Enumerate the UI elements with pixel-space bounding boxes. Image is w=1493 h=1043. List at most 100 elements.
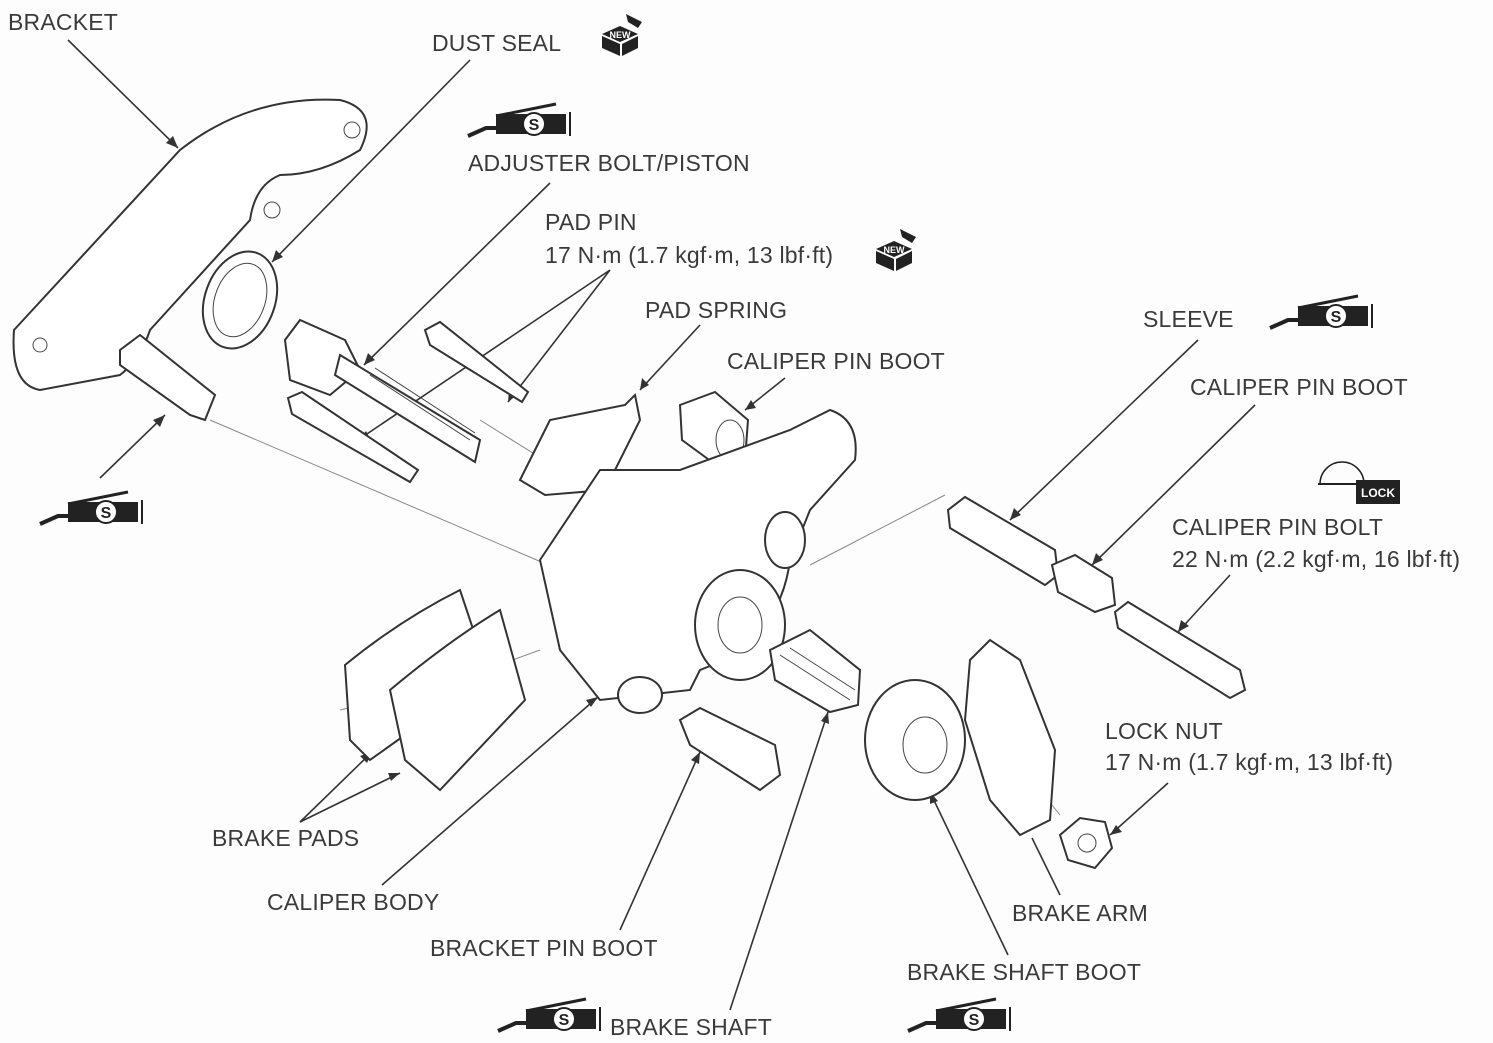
leader-caliper-pin-bolt [1177,574,1231,633]
label-adjuster-bolt-piston: ADJUSTER BOLT/PISTON [468,150,750,176]
pad-pin-upper [423,320,530,404]
bracket-plate [12,98,368,392]
brake-shaft-body [768,628,862,714]
leader-brake-shaft-boot [929,791,1009,956]
label-caliper-pin-boot-right: CALIPER PIN BOOT [1190,374,1408,400]
brake-shaft-part [768,628,862,714]
dust-seal-part [201,250,279,350]
arrowhead [1178,620,1189,632]
label-caliper-pin-boot-left: CALIPER PIN BOOT [727,348,945,374]
leader-brake-arm [1031,837,1061,896]
leader-pad-pin-b [357,269,611,441]
arrowhead [272,250,283,262]
alignment-line [209,419,561,571]
svg-text:LOCK: LOCK [1361,486,1395,500]
brake-pad-front [388,608,527,792]
arrowhead [153,415,165,427]
arrowhead [821,712,829,724]
leader-brake-pads-a [299,751,373,823]
label-pad-spring: PAD SPRING [645,297,788,323]
lock-nut-part [1058,816,1114,870]
svg-text:NEW: NEW [610,30,632,40]
label-bracket-pin-boot: BRACKET PIN BOOT [430,935,658,961]
grease-icon: S [38,488,148,535]
leader-caliper-pin-boot-right [1091,404,1256,566]
label-lock-nut-torque: 17 N·m (1.7 kgf·m, 13 lbf·ft) [1105,749,1394,775]
caliper-bore-inner [717,596,763,654]
caliper-pin-bolt-part [1113,600,1247,700]
label-sleeve: SLEEVE [1143,306,1234,332]
leader-pad-pin-a [507,269,611,403]
leader-sleeve [1009,339,1199,521]
alignment-line [809,494,946,566]
bracket-hole [263,201,281,219]
arrowhead [640,378,649,390]
label-caliper-pin-bolt: CALIPER PIN BOLT [1172,514,1384,540]
label-bracket: BRACKET [8,9,119,35]
svg-text:S: S [969,1012,980,1029]
grease-icon: S [1268,292,1378,339]
label-lock-nut: LOCK NUT [1105,718,1223,744]
adjuster-bolt-thread [369,367,476,441]
arrowhead [364,353,375,365]
caliper-pin-hole [764,511,806,569]
label-caliper-pin-bolt-torque: 22 N·m (2.2 kgf·m, 16 lbf·ft) [1172,546,1461,572]
svg-text:NEW: NEW [884,245,906,255]
shaft-boot-outer [864,679,966,801]
arrowhead [745,400,756,410]
leader-caliper-body [381,696,599,886]
arrowhead [1010,508,1021,520]
bracket-pin-boot-part [678,706,782,792]
leader-adjuster-bolt [363,182,551,366]
label-brake-pads: BRAKE PADS [212,825,360,851]
brake-shaft-thread [779,647,856,701]
leader-bracket-pin-boot [619,751,701,931]
leader-brake-pads-b [299,772,401,823]
label-pad-pin-torque: 17 N·m (1.7 kgf·m, 13 lbf·ft) [545,242,834,268]
caliper-bore [694,569,786,681]
arrowhead [1110,825,1122,835]
arrowhead [166,136,178,148]
adjuster-bolt-part [283,318,482,464]
brake-shaft-boot-part [864,679,966,801]
leader-dust-seal [271,59,471,263]
grease-icon: S [466,100,576,147]
bracket-pin [119,333,217,422]
label-pad-pin: PAD PIN [545,209,637,235]
new-part-icon: NEW [872,225,920,278]
leader-pad-spring [639,324,701,391]
leader-lock-nut [1109,782,1169,836]
svg-text:S: S [559,1012,570,1029]
dust-seal-inner [212,262,268,338]
label-brake-arm: BRAKE ARM [1012,900,1149,926]
svg-text:S: S [1331,309,1342,326]
label-caliper-body: CALIPER BODY [267,889,440,915]
caliper-lower-lug [617,676,663,714]
arrowhead [388,773,400,781]
lock-nut-hole [1077,833,1097,853]
pad-pin-lower [286,390,420,484]
brake-pads-part [343,588,527,792]
locking-agent-icon: LOCK [1312,458,1404,511]
caliper-body-part [538,408,857,714]
adjuster-bolt-shaft [333,353,482,464]
bracket-part [12,98,368,422]
leader-bracket [67,39,179,149]
brake-arm-part [963,638,1057,837]
svg-text:S: S [529,117,540,134]
dust-seal-ring [201,250,279,350]
shaft-boot-inner [902,716,948,774]
caliper-pin-boot-right-part [1050,553,1117,614]
label-brake-shaft: BRAKE SHAFT [610,1014,772,1040]
arrowhead [586,697,598,707]
label-dust-seal: DUST SEAL [432,30,562,56]
sleeve-part [946,495,1060,587]
arrowhead [691,752,700,764]
grease-icon: S [496,995,606,1042]
leader-brake-shaft [729,711,829,1011]
bracket-hole [32,337,48,353]
label-brake-shaft-boot: BRAKE SHAFT BOOT [907,959,1142,985]
grease-icon: S [906,995,1016,1042]
